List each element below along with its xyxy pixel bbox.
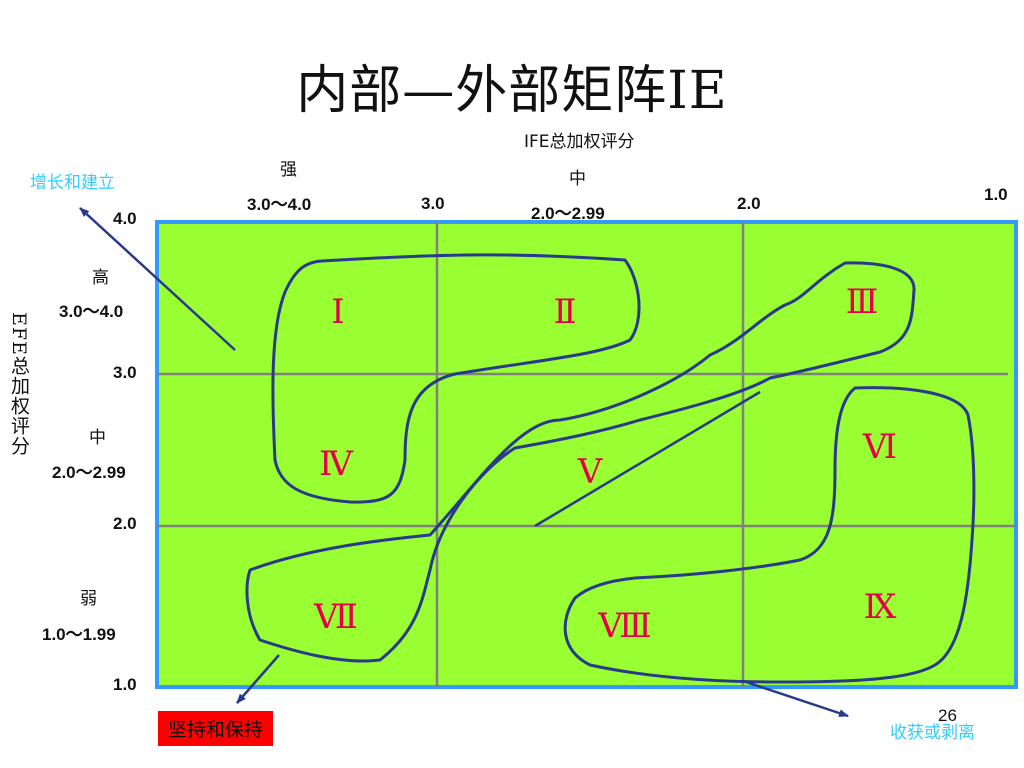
ife-tick-2: 2.0 [737,194,761,213]
strategy-grow-label: 增长和建立 [30,173,115,193]
ife-axis-label: IFE总加权评分 [524,132,635,152]
cell-numeral-5: Ⅴ [577,452,604,492]
region-grow-outline [271,253,641,504]
matrix-background [155,220,1018,689]
cell-numeral-2: Ⅱ [553,292,576,332]
ife-strong-label: 强 [280,160,297,180]
efe-tick-2: 2.0 [113,514,137,533]
efe-mid-range: 2.0～2.99 [52,463,126,482]
cell-numeral-9: Ⅸ [864,587,897,627]
ife-tick-1: 1.0 [984,185,1008,204]
efe-low-range: 1.0～1.99 [42,625,116,644]
strategy-harvest-label: 收获或剥离 [890,723,975,743]
efe-tick-4: 4.0 [113,209,137,228]
efe-high-range: 3.0～4.0 [59,302,124,321]
ife-mid-range: 2.0～2.99 [531,204,605,223]
cell-numeral-8: Ⅷ [597,606,652,646]
page-title: 内部—外部矩阵IE [296,61,728,121]
matrix-grid [157,222,1016,687]
efe-low-label: 弱 [80,589,97,609]
hold-arrow [236,654,280,704]
efe-tick-3: 3.0 [113,363,137,382]
cell-numeral-6: Ⅵ [862,427,897,467]
ife-mid-label: 中 [569,169,586,189]
region-hold-outline [245,261,916,663]
ife-strong-range: 3.0～4.0 [247,195,312,214]
harvest-arrow [742,679,849,718]
diagonal-line [534,390,761,528]
efe-mid-label: 中 [89,428,106,448]
ife-tick-3: 3.0 [421,194,445,213]
strategy-hold-label: 坚持和保持 [158,711,274,746]
grow-arrow [79,207,236,351]
cell-numeral-7: Ⅶ [313,597,358,637]
region-harvest-outline [563,386,976,684]
cell-numeral-4: Ⅳ [319,444,354,484]
cell-numeral-1: Ⅰ [331,292,344,332]
efe-tick-1: 1.0 [113,675,137,694]
efe-axis-label: EFE总加权评分 [8,312,30,456]
cell-numeral-3: Ⅲ [846,282,879,322]
page-number: 26 [938,706,957,725]
efe-high-label: 高 [92,268,109,288]
